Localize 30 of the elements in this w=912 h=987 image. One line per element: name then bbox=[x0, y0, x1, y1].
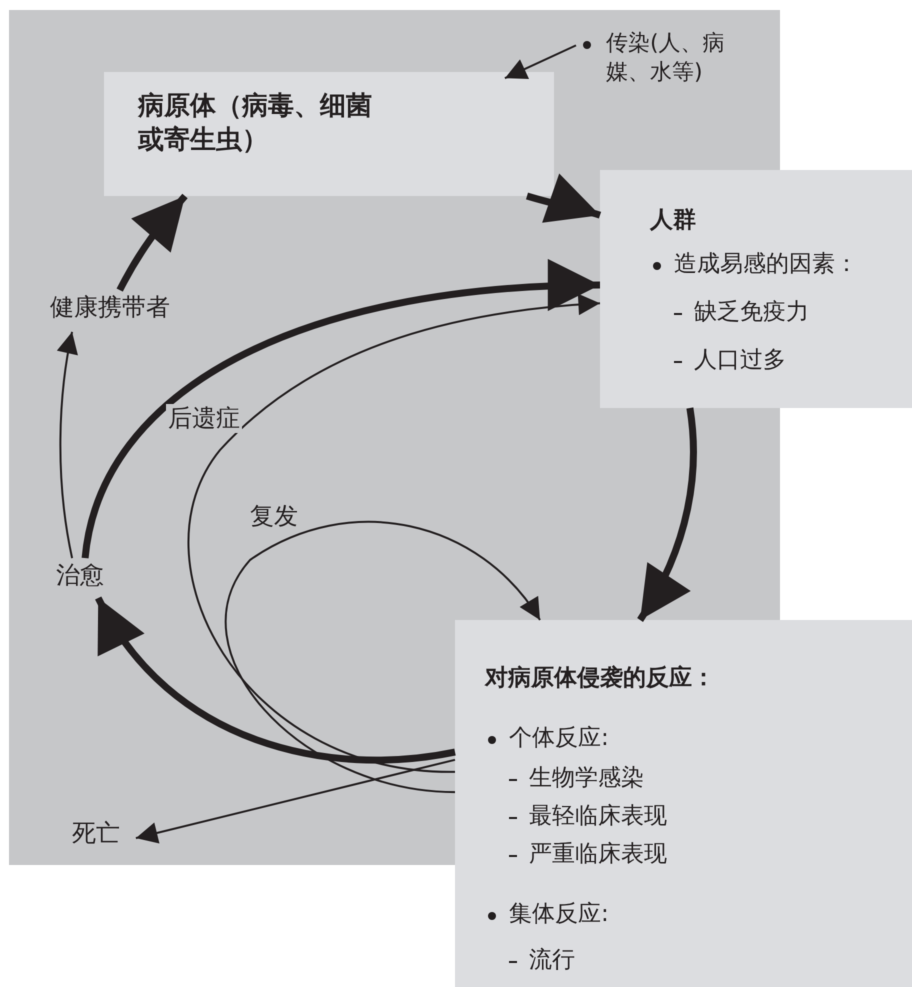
arrow bbox=[116, 194, 188, 292]
list-item: 生物学感染 bbox=[529, 764, 645, 793]
arrow bbox=[82, 260, 600, 559]
info-box bbox=[455, 620, 912, 987]
info-box bbox=[104, 72, 554, 196]
bullet-item: 个体反应: bbox=[509, 724, 610, 753]
list-item: 流行 bbox=[529, 946, 576, 975]
box-heading: 病原体（病毒、细菌或寄生虫） bbox=[138, 90, 373, 157]
list-item: 缺乏免疫力 bbox=[694, 298, 810, 327]
list-item: 最轻临床表现 bbox=[529, 802, 668, 831]
arrow bbox=[95, 596, 456, 764]
arrow bbox=[637, 408, 697, 622]
list-item: 严重临床表现 bbox=[529, 840, 668, 869]
list-item: 人口过多 bbox=[694, 346, 787, 375]
arrow bbox=[226, 521, 541, 794]
bullet-item: 集体反应: bbox=[509, 900, 610, 929]
arrow bbox=[136, 758, 456, 844]
box-heading: 对病原体侵袭的反应： bbox=[485, 664, 716, 693]
text-label: 治愈 bbox=[56, 560, 118, 598]
info-box bbox=[600, 170, 912, 408]
arrow bbox=[57, 332, 78, 558]
edge-label: 后遗症 bbox=[166, 404, 242, 433]
arrow bbox=[526, 174, 602, 224]
box-heading: 人群 bbox=[650, 206, 697, 235]
bullet-item: 造成易感的因素： bbox=[674, 250, 859, 279]
text-label: 死亡 bbox=[72, 818, 134, 856]
arrow bbox=[188, 294, 600, 773]
text-label: 健康携带者 bbox=[50, 292, 220, 330]
arrow bbox=[504, 44, 576, 80]
text-label: 传染(人、病媒、水等) bbox=[606, 30, 726, 87]
